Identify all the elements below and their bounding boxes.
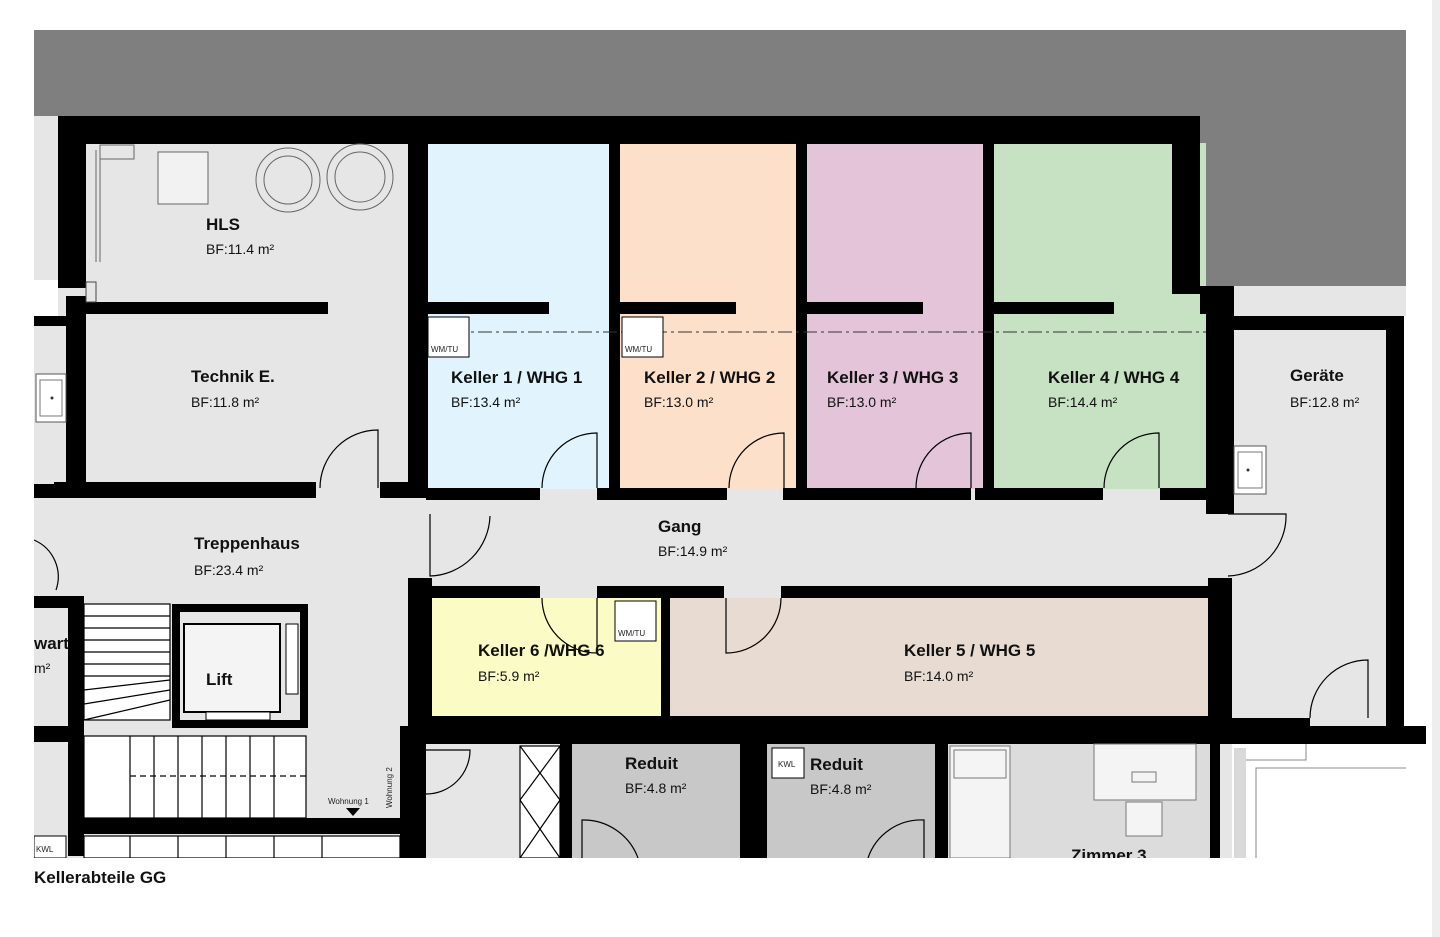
abwart-name: wart (33, 634, 69, 653)
keller4-area: BF:14.4 m² (1048, 394, 1118, 410)
reduit2-name: Reduit (810, 755, 863, 774)
geraete-name: Geräte (1290, 366, 1344, 385)
plan-bottom-mask (0, 858, 1440, 937)
sink-left (35, 373, 67, 423)
wmtu-symbol-1: WM/TU (427, 316, 470, 358)
sink-right (1233, 445, 1267, 495)
wohnung1-arrow (346, 808, 360, 816)
reduit1-name: Reduit (625, 754, 678, 773)
keller1-fill (427, 143, 609, 489)
wmtu-symbol-3: WM/TU (614, 600, 657, 642)
hls-area: BF:11.4 m² (206, 241, 275, 257)
technik-name: Technik E. (191, 367, 275, 386)
keller3-name: Keller 3 / WHG 3 (827, 368, 958, 387)
keller3-fill (807, 143, 983, 489)
abwart-area: m² (34, 660, 51, 676)
reduit2-area: BF:4.8 m² (810, 781, 872, 797)
keller1-area: BF:13.4 m² (451, 394, 521, 410)
plan-left-mask (0, 0, 34, 937)
kwl-label: KWL (36, 845, 54, 854)
geraete-area: BF:12.8 m² (1290, 394, 1360, 410)
plan-caption: Kellerabteile GG (34, 868, 167, 887)
keller6-area: BF:5.9 m² (478, 668, 540, 684)
reduit1-area: BF:4.8 m² (625, 780, 687, 796)
keller3-area: BF:13.0 m² (827, 394, 897, 410)
exterior-right (1200, 116, 1406, 286)
exterior-hatch (1234, 748, 1246, 858)
keller5-fill (670, 598, 1208, 718)
keller5-area: BF:14.0 m² (904, 668, 974, 684)
keller2-fill (620, 143, 796, 489)
lift (172, 604, 308, 728)
hls-equipment (85, 143, 394, 303)
wmtu-label: WM/TU (431, 345, 458, 354)
wmtu-symbol-2: WM/TU (621, 316, 664, 358)
keller6-name: Keller 6 /WHG 6 (478, 641, 605, 660)
lift-name: Lift (206, 670, 233, 689)
gang-name: Gang (658, 517, 701, 536)
exterior-lower-right (1232, 744, 1406, 858)
technik-area: BF:11.8 m² (191, 394, 260, 410)
keller1-name: Keller 1 / WHG 1 (451, 368, 582, 387)
keller5-name: Keller 5 / WHG 5 (904, 641, 1035, 660)
keller2-name: Keller 2 / WHG 2 (644, 368, 775, 387)
hls-name: HLS (206, 215, 240, 234)
kwl-symbol-1: KWL (771, 747, 805, 779)
wohnung2-arrow (404, 752, 412, 766)
gang-area: BF:14.9 m² (658, 543, 728, 559)
exterior-left (34, 280, 58, 316)
stairs (83, 603, 401, 859)
kwl-symbol-2: KWL (33, 835, 67, 859)
wmtu-label: WM/TU (625, 345, 652, 354)
wmtu-label: WM/TU (618, 629, 645, 638)
zimmer3-furniture (949, 743, 1197, 859)
treppenhaus-area: BF:23.4 m² (194, 562, 264, 578)
shaft (519, 745, 561, 859)
wohnung1-label: Wohnung 1 (328, 797, 369, 806)
wohnung2-label: Wohnung 2 (385, 767, 394, 808)
treppenhaus-name: Treppenhaus (194, 534, 300, 553)
kwl-label: KWL (778, 760, 796, 769)
reduit1-fill (572, 744, 740, 858)
scrollbar[interactable] (1432, 0, 1440, 937)
keller4-fill (994, 143, 1206, 489)
doors (33, 429, 1369, 859)
keller4-name: Keller 4 / WHG 4 (1048, 368, 1180, 387)
keller2-area: BF:13.0 m² (644, 394, 714, 410)
walls (34, 116, 1426, 858)
